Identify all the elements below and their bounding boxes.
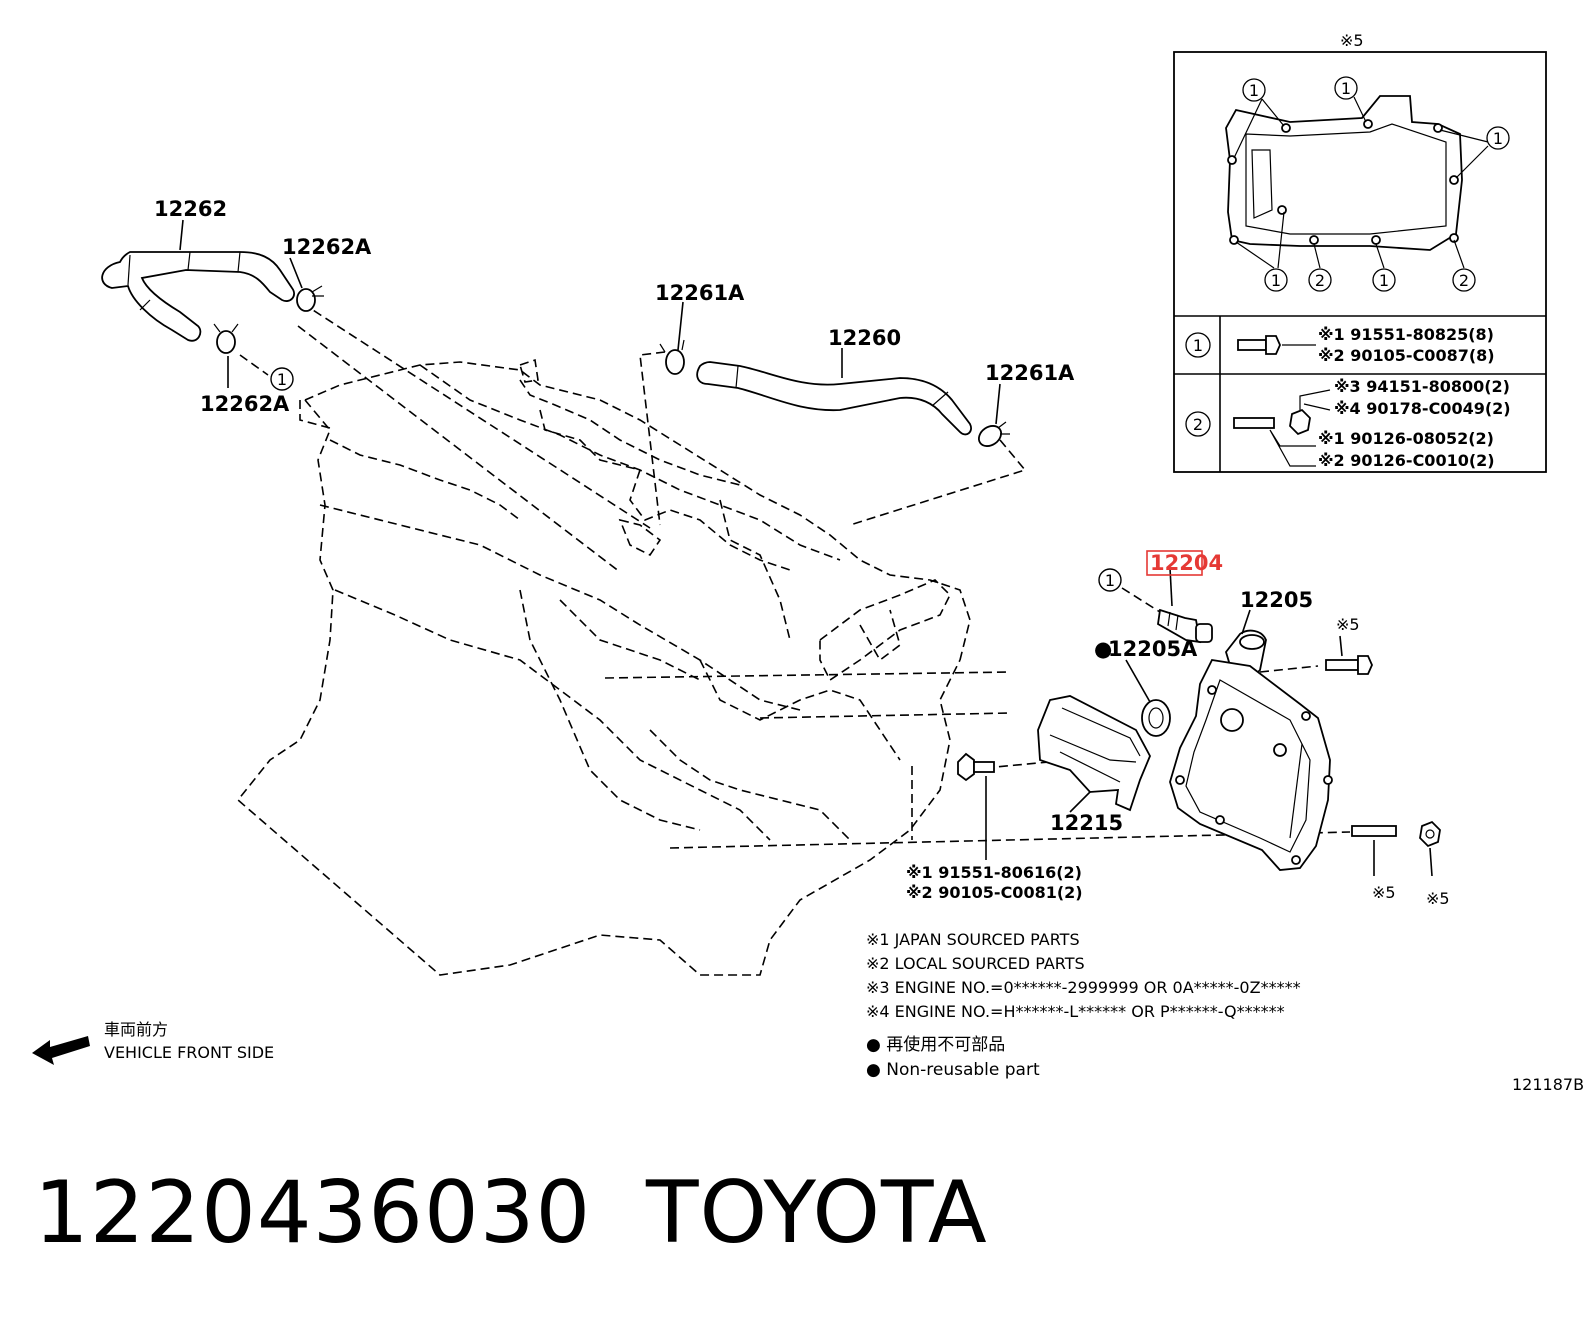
stud-ref5[interactable] bbox=[1351, 825, 1397, 837]
engine-outline bbox=[236, 358, 971, 976]
label-12205A: ● 12205A bbox=[1094, 637, 1198, 661]
svg-text:VEHICLE FRONT SIDE: VEHICLE FRONT SIDE bbox=[104, 1043, 274, 1062]
svg-text:2: 2 bbox=[1459, 271, 1469, 290]
svg-text:※3 94151-80800(2): ※3 94151-80800(2) bbox=[1334, 377, 1510, 396]
ref5-bolt-top-label: ※5 bbox=[1336, 615, 1360, 634]
inset-gasket bbox=[1225, 95, 1463, 251]
svg-text:● Non-reusable part: ● Non-reusable part bbox=[866, 1060, 1040, 1080]
label-12204-highlighted[interactable]: 12204 bbox=[1146, 550, 1223, 576]
footnotes: ※1 JAPAN SOURCED PARTS ※2 LOCAL SOURCED … bbox=[866, 930, 1301, 1021]
inset-ref-mark: ※5 bbox=[1340, 31, 1364, 50]
legend: ● 再使用不可部品 ● Non-reusable part bbox=[866, 1034, 1040, 1080]
svg-text:12205A: 12205A bbox=[1108, 637, 1198, 661]
bolt-ref5-top[interactable] bbox=[1325, 655, 1373, 675]
callout-1-left: 1 bbox=[270, 367, 294, 391]
svg-text:● 再使用不可部品: ● 再使用不可部品 bbox=[866, 1034, 1005, 1055]
label-12215: 12215 bbox=[1050, 811, 1123, 835]
label-12260: 12260 bbox=[828, 326, 901, 350]
svg-text:1: 1 bbox=[1271, 271, 1281, 290]
label-12205: 12205 bbox=[1240, 588, 1313, 612]
label-12261A-left: 12261A bbox=[655, 281, 745, 305]
svg-text:※3 ENGINE NO.=0******-2999999: ※3 ENGINE NO.=0******-2999999 OR 0A*****… bbox=[866, 978, 1301, 997]
label-12262: 12262 bbox=[154, 197, 227, 221]
svg-text:2: 2 bbox=[1193, 415, 1203, 434]
svg-text:2: 2 bbox=[1315, 271, 1325, 290]
svg-text:1: 1 bbox=[1105, 571, 1115, 590]
oring-12205A[interactable] bbox=[1141, 699, 1171, 737]
clamp-12262A-lower[interactable] bbox=[213, 323, 239, 354]
inset-callouts: 1 1 1 1 2 1 2 bbox=[1233, 76, 1510, 292]
inset-panel: ※5 1 1 1 1 2 1 2 1 bbox=[1173, 31, 1547, 473]
brand-caption: TOYOTA bbox=[646, 1163, 988, 1263]
svg-text:1: 1 bbox=[1379, 271, 1389, 290]
svg-text:※2 90105-C0081(2): ※2 90105-C0081(2) bbox=[906, 883, 1083, 902]
label-12262A-upper: 12262A bbox=[282, 235, 372, 259]
label-12261A-right: 12261A bbox=[985, 361, 1075, 385]
part-number-caption: 1220436030 bbox=[34, 1163, 592, 1263]
clamp-12262A-upper[interactable] bbox=[296, 285, 324, 312]
callout-1-12204: 1 bbox=[1098, 568, 1122, 592]
inset-row-2: 2 ※3 94151-80800(2) ※4 90178-C0049(2) ※1… bbox=[1185, 377, 1511, 470]
svg-text:※2 90105-C0087(8): ※2 90105-C0087(8) bbox=[1318, 346, 1495, 365]
svg-text:※1 91551-80616(2): ※1 91551-80616(2) bbox=[906, 863, 1082, 882]
illustration-code: 121187B bbox=[1512, 1075, 1584, 1094]
ref5-stud-label: ※5 bbox=[1372, 883, 1396, 902]
svg-text:1: 1 bbox=[1249, 81, 1259, 100]
part-12204[interactable] bbox=[1157, 608, 1213, 644]
svg-text:1: 1 bbox=[277, 370, 287, 389]
inset-row-1: 1 ※1 91551-80825(8) ※2 90105-C0087(8) bbox=[1185, 325, 1495, 365]
clamp-12261A-left[interactable] bbox=[659, 339, 685, 375]
nut-ref5[interactable] bbox=[1419, 820, 1441, 848]
bolt-12215[interactable] bbox=[957, 752, 995, 782]
svg-text:●: ● bbox=[1094, 637, 1112, 661]
vehicle-front-indicator: 車両前方 VEHICLE FRONT SIDE bbox=[32, 1020, 274, 1065]
hose-12260[interactable] bbox=[696, 361, 972, 436]
svg-text:※4 ENGINE NO.=H******-L******: ※4 ENGINE NO.=H******-L****** OR P******… bbox=[866, 1002, 1285, 1021]
svg-text:1: 1 bbox=[1193, 336, 1203, 355]
svg-text:1: 1 bbox=[1341, 79, 1351, 98]
cover-plate[interactable] bbox=[1169, 659, 1333, 871]
front-arrow-icon bbox=[32, 1036, 90, 1065]
svg-text:※2 LOCAL SOURCED PARTS: ※2 LOCAL SOURCED PARTS bbox=[866, 954, 1085, 973]
svg-text:※1 JAPAN SOURCED PARTS: ※1 JAPAN SOURCED PARTS bbox=[866, 930, 1080, 949]
clamp-12261A-right[interactable] bbox=[975, 421, 1010, 451]
bolt-12215-part-numbers: ※1 91551-80616(2) ※2 90105-C0081(2) bbox=[906, 863, 1083, 902]
parts-diagram: 1 1 12262 12262A 12262A 12261A 12260 122… bbox=[32, 31, 1584, 1094]
svg-text:12204: 12204 bbox=[1150, 551, 1223, 575]
svg-text:車両前方: 車両前方 bbox=[104, 1020, 168, 1039]
svg-text:※1 90126-08052(2): ※1 90126-08052(2) bbox=[1318, 429, 1494, 448]
label-12262A-lower: 12262A bbox=[200, 392, 290, 416]
part-12215[interactable] bbox=[1037, 695, 1151, 812]
svg-text:※4 90178-C0049(2): ※4 90178-C0049(2) bbox=[1334, 399, 1511, 418]
hose-12262[interactable] bbox=[101, 251, 295, 342]
svg-text:※1 91551-80825(8): ※1 91551-80825(8) bbox=[1318, 325, 1494, 344]
svg-text:※2 90126-C0010(2): ※2 90126-C0010(2) bbox=[1318, 451, 1495, 470]
ref5-nut-label: ※5 bbox=[1426, 889, 1450, 908]
svg-text:1: 1 bbox=[1493, 129, 1503, 148]
